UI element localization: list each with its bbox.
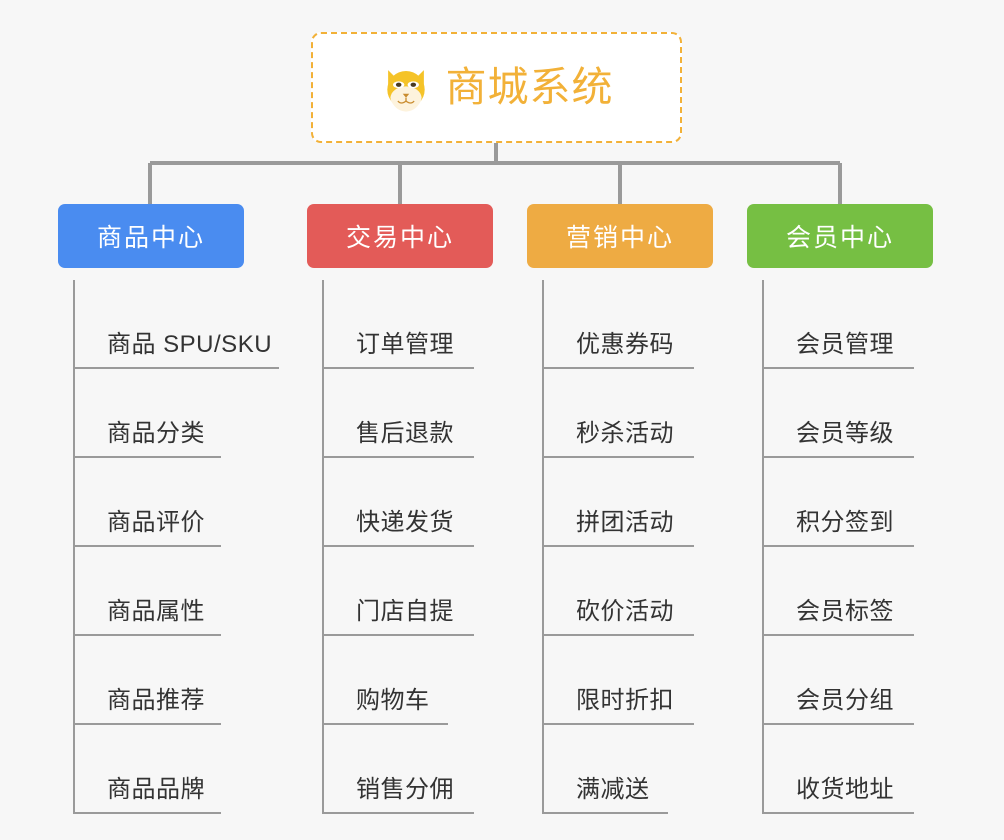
leaf-item-label: 收货地址 xyxy=(796,776,894,803)
leaf-item-label: 销售分佣 xyxy=(356,776,454,803)
leaf-item-label: 门店自提 xyxy=(356,598,454,625)
leaf-item-label: 会员标签 xyxy=(796,598,894,625)
leaf-list-trade: 订单管理 售后退款 快递发货 门店自提 购物车 销售分佣 xyxy=(322,280,526,814)
leaf-item-label: 商品 SPU/SKU xyxy=(107,331,273,358)
leaf-item[interactable]: 会员标签 xyxy=(764,547,914,636)
leaf-item[interactable]: 订单管理 xyxy=(324,280,474,369)
leaf-item-label: 限时折扣 xyxy=(576,687,674,714)
category-header-label: 商品中心 xyxy=(96,224,205,252)
category-column-trade: 交易中心 订单管理 售后退款 快递发货 门店自提 购物车 xyxy=(307,204,526,814)
tree-connector xyxy=(148,143,842,206)
leaf-item[interactable]: 会员等级 xyxy=(764,369,914,458)
leaf-item[interactable]: 积分签到 xyxy=(764,458,914,547)
leaf-item[interactable]: 销售分佣 xyxy=(324,725,474,814)
category-header-label: 营销中心 xyxy=(565,224,674,252)
leaf-item[interactable]: 商品分类 xyxy=(75,369,221,458)
leaf-item[interactable]: 会员管理 xyxy=(764,280,914,369)
category-header-label: 会员中心 xyxy=(785,224,894,252)
leaf-item[interactable]: 快递发货 xyxy=(324,458,474,547)
leaf-item-label: 订单管理 xyxy=(356,331,454,358)
category-column-marketing: 营销中心 优惠券码 秒杀活动 拼团活动 砍价活动 限时折扣 xyxy=(527,204,746,814)
leaf-item[interactable]: 商品品牌 xyxy=(75,725,221,814)
category-header-marketing[interactable]: 营销中心 xyxy=(527,204,713,268)
leaf-item-label: 售后退款 xyxy=(356,420,454,447)
leaf-item[interactable]: 收货地址 xyxy=(764,725,914,814)
leaf-item[interactable]: 售后退款 xyxy=(324,369,474,458)
leaf-item[interactable]: 限时折扣 xyxy=(544,636,694,725)
leaf-item[interactable]: 门店自提 xyxy=(324,547,474,636)
category-header-label: 交易中心 xyxy=(345,224,454,252)
root-node[interactable]: 商城系统 xyxy=(311,32,682,143)
leaf-item[interactable]: 会员分组 xyxy=(764,636,914,725)
leaf-item-label: 秒杀活动 xyxy=(576,420,674,447)
leaf-item-label: 优惠券码 xyxy=(576,331,674,358)
leaf-item-label: 商品评价 xyxy=(107,509,205,536)
leaf-item-label: 商品品牌 xyxy=(107,776,205,803)
leaf-item-label: 商品属性 xyxy=(107,598,205,625)
category-column-product: 商品中心 商品 SPU/SKU 商品分类 商品评价 商品属性 商品推荐 xyxy=(58,204,279,814)
leaf-item[interactable]: 商品属性 xyxy=(75,547,221,636)
leaf-item[interactable]: 商品推荐 xyxy=(75,636,221,725)
leaf-item[interactable]: 商品 SPU/SKU xyxy=(75,280,279,369)
leaf-item[interactable]: 砍价活动 xyxy=(544,547,694,636)
leaf-item-label: 会员分组 xyxy=(796,687,894,714)
leaf-item[interactable]: 购物车 xyxy=(324,636,448,725)
leaf-item-label: 拼团活动 xyxy=(576,509,674,536)
root-title: 商城系统 xyxy=(445,64,614,110)
leaf-item[interactable]: 优惠券码 xyxy=(544,280,694,369)
leaf-item-label: 商品推荐 xyxy=(107,687,205,714)
leaf-item[interactable]: 拼团活动 xyxy=(544,458,694,547)
leaf-item[interactable]: 商品评价 xyxy=(75,458,221,547)
leaf-item[interactable]: 满减送 xyxy=(544,725,668,814)
leaf-item-label: 购物车 xyxy=(356,687,430,714)
category-header-product[interactable]: 商品中心 xyxy=(58,204,244,268)
leaf-list-product: 商品 SPU/SKU 商品分类 商品评价 商品属性 商品推荐 商品品牌 xyxy=(73,280,279,814)
leaf-item-label: 快递发货 xyxy=(356,509,454,536)
leaf-item[interactable]: 秒杀活动 xyxy=(544,369,694,458)
category-header-member[interactable]: 会员中心 xyxy=(747,204,933,268)
dog-face-icon xyxy=(386,69,425,112)
leaf-item-label: 砍价活动 xyxy=(576,598,674,625)
leaf-list-marketing: 优惠券码 秒杀活动 拼团活动 砍价活动 限时折扣 满减送 xyxy=(542,280,746,814)
leaf-item-label: 会员管理 xyxy=(796,331,894,358)
leaf-item-label: 积分签到 xyxy=(796,509,894,536)
category-column-member: 会员中心 会员管理 会员等级 积分签到 会员标签 会员分组 xyxy=(747,204,966,814)
leaf-list-member: 会员管理 会员等级 积分签到 会员标签 会员分组 收货地址 xyxy=(762,280,966,814)
leaf-item-label: 满减送 xyxy=(576,776,650,803)
leaf-item-label: 会员等级 xyxy=(796,420,894,447)
leaf-item-label: 商品分类 xyxy=(107,420,205,447)
category-header-trade[interactable]: 交易中心 xyxy=(307,204,493,268)
